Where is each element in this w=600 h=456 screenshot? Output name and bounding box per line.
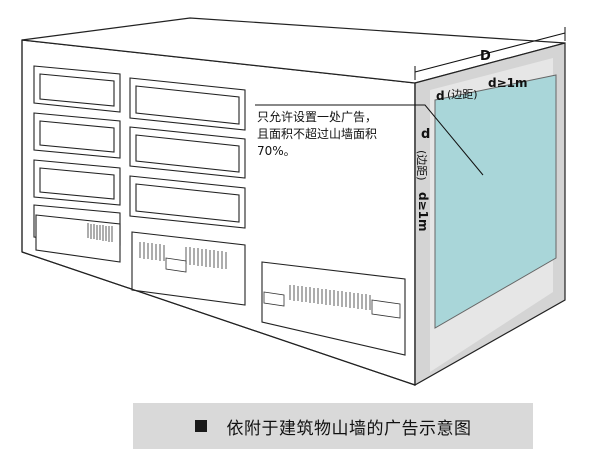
annotation-leader-line [255,104,484,176]
top-margin-d: d [436,89,445,103]
side-margin-word: (边距) [415,150,428,181]
building [21,17,566,387]
windows-middle [129,77,246,229]
caption-text: 依附于建筑物山墙的广告示意图 [226,418,472,439]
top-margin-word: (边距) [447,88,478,101]
annotation-line-1: 只允许设置一处广告， [257,109,377,124]
caption-bar: 依附于建筑物山墙的广告示意图 [133,403,533,449]
annotation-line-3: 70%。 [257,144,296,158]
side-margin-d: d [421,127,430,142]
annotation-line-2: 且面积不超过山墙面积 [257,126,377,141]
top-margin-rule: d≥1m [488,76,528,90]
dimension-D-label: D [480,49,491,64]
side-margin-label: d (边距) d≥1m [415,127,430,232]
side-margin-rule: d≥1m [416,192,430,232]
caption-bullet-icon [194,420,207,432]
shutters [87,223,401,319]
dimension-D [414,27,566,80]
top-margin-label: d (边距) d≥1m [436,76,528,103]
front-ground-line [21,251,416,386]
gable-billboard [434,74,557,329]
